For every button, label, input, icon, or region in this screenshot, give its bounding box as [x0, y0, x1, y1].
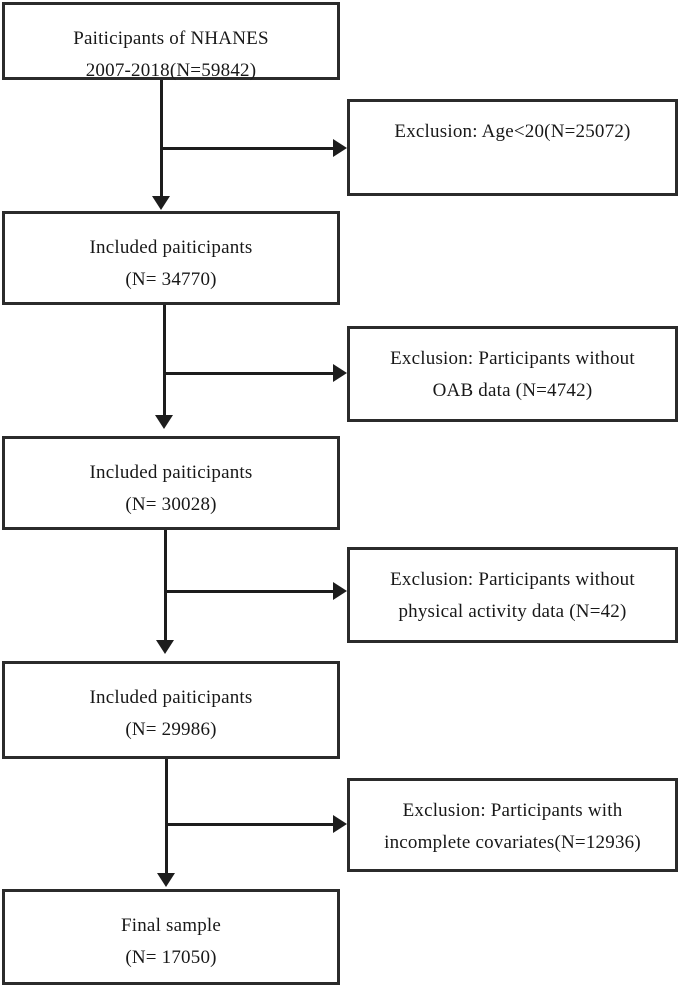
node-included-after-oab: Included paiticipants (N= 30028)	[2, 436, 340, 530]
node-exclusion-physical-activity-line1: Exclusion: Participants without	[390, 569, 635, 590]
connector-branch-2	[164, 372, 336, 375]
node-exclusion-covariates: Exclusion: Participants with incomplete …	[347, 778, 678, 872]
connector-arrowhead-down-1	[152, 196, 170, 210]
connector-stem-1	[160, 80, 163, 202]
connector-branch-1	[161, 147, 336, 150]
node-included-after-oab-line1: Included paiticipants	[89, 462, 253, 483]
node-final-sample-line1: Final sample	[120, 915, 222, 936]
node-exclusion-physical-activity-line2: physical activity data (N=42)	[398, 601, 627, 622]
connector-stem-3	[164, 530, 167, 646]
connector-arrowhead-down-2	[155, 415, 173, 429]
connector-arrowhead-down-4	[157, 873, 175, 887]
node-source-population-line2: 2007-2018(N=59842)	[85, 60, 257, 81]
node-final-sample: Final sample (N= 17050)	[2, 889, 340, 985]
connector-arrowhead-down-3	[156, 640, 174, 654]
node-exclusion-oab-line1: Exclusion: Participants without	[390, 348, 635, 369]
node-exclusion-age-line1: Exclusion: Age<20(N=25072)	[394, 121, 631, 142]
node-included-after-oab-line2: (N= 30028)	[125, 494, 217, 515]
node-included-after-age-line1: Included paiticipants	[89, 237, 253, 258]
connector-arrowhead-right-1	[333, 139, 347, 157]
node-exclusion-covariates-line2: incomplete covariates(N=12936)	[384, 832, 641, 853]
node-included-after-age-line2: (N= 34770)	[125, 269, 217, 290]
connector-arrowhead-right-3	[333, 582, 347, 600]
node-exclusion-oab-line2: OAB data (N=4742)	[432, 380, 593, 401]
connector-stem-2	[163, 305, 166, 421]
node-exclusion-oab: Exclusion: Participants without OAB data…	[347, 326, 678, 422]
node-source-population: Paiticipants of NHANES 2007-2018(N=59842…	[2, 2, 340, 81]
node-exclusion-age: Exclusion: Age<20(N=25072)	[347, 99, 678, 196]
node-included-after-age: Included paiticipants (N= 34770)	[2, 211, 340, 305]
connector-branch-4	[166, 823, 336, 826]
connector-stem-4	[165, 759, 168, 879]
node-final-sample-line2: (N= 17050)	[125, 947, 217, 968]
node-included-after-pa-line2: (N= 29986)	[125, 719, 217, 740]
connector-arrowhead-right-4	[333, 815, 347, 833]
node-exclusion-covariates-line1: Exclusion: Participants with	[402, 800, 623, 821]
node-included-after-pa: Included paiticipants (N= 29986)	[2, 661, 340, 759]
connector-branch-3	[165, 590, 336, 593]
connector-arrowhead-right-2	[333, 364, 347, 382]
node-source-population-line1: Paiticipants of NHANES	[73, 28, 269, 49]
node-included-after-pa-line1: Included paiticipants	[89, 687, 253, 708]
node-exclusion-physical-activity: Exclusion: Participants without physical…	[347, 547, 678, 643]
